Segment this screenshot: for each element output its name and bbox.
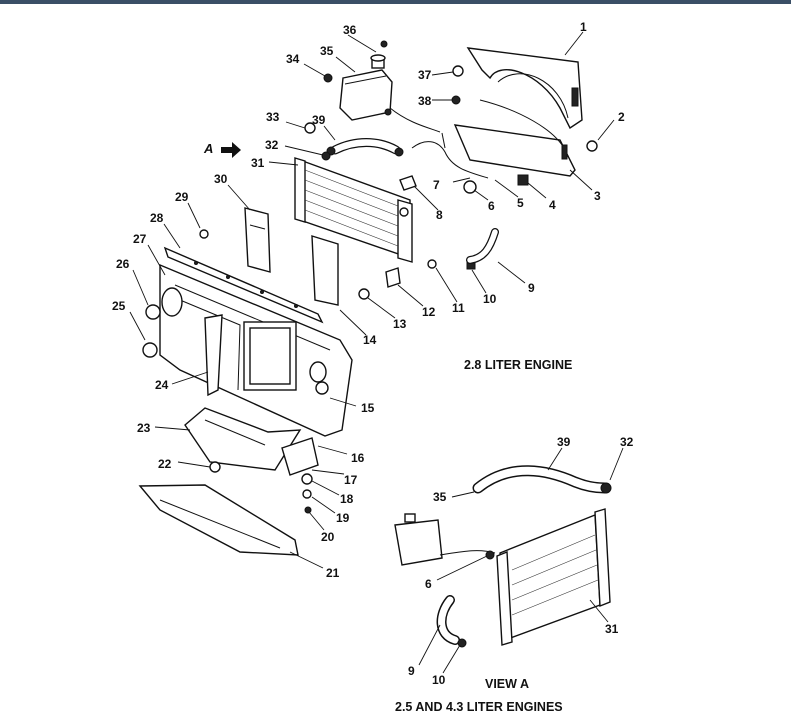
callout-18: 18 (340, 492, 354, 506)
overflow-hose (411, 132, 489, 179)
callout-21: 21 (326, 566, 340, 580)
callout-10: 10 (483, 292, 497, 306)
callout-30: 30 (214, 172, 228, 186)
callout-22: 22 (158, 457, 172, 471)
view-a-radiator (496, 508, 611, 646)
callout-5: 5 (517, 196, 524, 210)
upper-tie-bar (163, 246, 324, 324)
callout-28: 28 (150, 211, 164, 225)
callout-1: 1 (580, 20, 587, 34)
callout-11: 11 (452, 301, 465, 315)
callout-4: 4 (549, 198, 556, 212)
callout-29: 29 (175, 190, 189, 204)
callout-19: 19 (336, 511, 350, 525)
callout-view-a-9: 9 (408, 664, 415, 678)
callout-view-a-6: 6 (425, 577, 432, 591)
callout-15: 15 (361, 401, 375, 415)
radiator-support-frame (159, 263, 353, 437)
callout-6: 6 (488, 199, 495, 213)
callout-9: 9 (528, 281, 535, 295)
lower-radiator-hose (466, 228, 499, 264)
lower-baffle (184, 407, 302, 471)
callout-view-a-31: 31 (605, 622, 619, 636)
view-a-arrow-label: A (203, 141, 213, 156)
callout-16: 16 (351, 451, 365, 465)
callout-36: 36 (343, 23, 357, 37)
caption-view-a: VIEW A (485, 677, 529, 691)
callout-17: 17 (344, 473, 358, 487)
callout-39: 39 (312, 113, 326, 127)
view-a-arrow: A (203, 141, 241, 158)
window-top-bar (0, 0, 791, 4)
callout-12: 12 (422, 305, 436, 319)
callout-view-a-10: 10 (432, 673, 446, 687)
side-seal-right (311, 235, 339, 306)
leader-lines (129, 31, 624, 674)
callout-view-a-35: 35 (433, 490, 447, 504)
callout-25: 25 (112, 299, 126, 313)
callout-31: 31 (251, 156, 265, 170)
callout-34: 34 (286, 52, 300, 66)
radiator (294, 157, 413, 263)
caption-2-5-and-4-3-liter-engines: 2.5 AND 4.3 LITER ENGINES (395, 700, 563, 714)
callout-3: 3 (594, 189, 601, 203)
callout-view-a-39: 39 (557, 435, 571, 449)
callout-35: 35 (320, 44, 334, 58)
callout-8: 8 (436, 208, 443, 222)
callout-20: 20 (321, 530, 335, 544)
callout-numbers-view-a: 39 32 35 6 31 9 10 (408, 435, 634, 687)
callout-38: 38 (418, 94, 432, 108)
view-a-reservoir (394, 513, 496, 566)
callout-27: 27 (133, 232, 147, 246)
callout-2: 2 (618, 110, 625, 124)
view-a-upper-hose (472, 465, 612, 494)
callout-37: 37 (418, 68, 432, 82)
callout-view-a-32: 32 (620, 435, 634, 449)
hardware-items (142, 40, 598, 514)
callout-32: 32 (265, 138, 279, 152)
view-a-lower-hose (436, 550, 495, 648)
callout-24: 24 (155, 378, 169, 392)
mount-bracket (281, 437, 319, 476)
side-seal-left (244, 207, 271, 273)
fan-shroud (453, 47, 583, 177)
callout-7: 7 (433, 178, 440, 192)
callout-numbers-main: 1 2 3 4 5 6 7 8 9 10 11 12 13 14 15 16 1… (112, 20, 625, 580)
callout-13: 13 (393, 317, 407, 331)
upper-radiator-hose (326, 138, 404, 157)
callout-26: 26 (116, 257, 130, 271)
callout-33: 33 (266, 110, 280, 124)
air-deflector (138, 484, 299, 556)
caption-2-8-liter-engine: 2.8 LITER ENGINE (464, 358, 573, 372)
callout-14: 14 (363, 333, 377, 347)
callout-23: 23 (137, 421, 151, 435)
